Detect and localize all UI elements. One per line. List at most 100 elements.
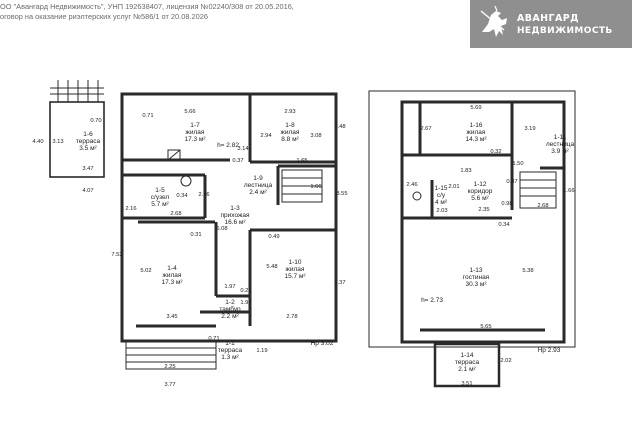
dim: 2.46 bbox=[406, 182, 417, 188]
room-1-14-area: 2.1 м² bbox=[458, 366, 476, 373]
dim: 0.87 bbox=[506, 179, 517, 185]
dim: 0.71 bbox=[208, 336, 219, 342]
dim: 0.70 bbox=[90, 118, 101, 124]
room-1-4-area: 17.3 м² bbox=[161, 279, 183, 286]
room-1-4-name: жилая bbox=[163, 272, 182, 279]
dim: 5.65 bbox=[480, 324, 491, 330]
dim: 0.29 bbox=[240, 288, 251, 294]
room-1-15-name: с/у bbox=[437, 192, 446, 199]
room-1-6-name: терраса bbox=[76, 138, 101, 145]
dim: 5.48 bbox=[266, 264, 277, 270]
stairs-1-11 bbox=[519, 171, 557, 209]
stove-symbol bbox=[167, 149, 181, 161]
dim: 1.97 bbox=[224, 284, 235, 290]
room-1-14-name: терраса bbox=[455, 359, 480, 366]
room-1-8-area: 8.8 м² bbox=[281, 136, 299, 143]
dim: 3.08 bbox=[310, 133, 321, 139]
dim: 1.66 bbox=[310, 184, 321, 190]
dim: 1.66 bbox=[563, 188, 574, 194]
room-1-1-id: 1-1 bbox=[225, 340, 235, 347]
floor-plan-drawing: 1-6 терраса 3.5 м² 1-7 жилая 17.3 м² 1-8… bbox=[32, 80, 576, 388]
room-1-15-area: 4 м² bbox=[435, 199, 448, 206]
floor2-dimensions: 5.69 2.67 3.19 0.32 1.50 1.83 0.87 1.66 … bbox=[406, 105, 574, 387]
dim: 2.94 bbox=[260, 133, 272, 139]
horseman-logo-icon bbox=[480, 5, 507, 37]
room-1-6-area: 3.5 м² bbox=[79, 145, 97, 152]
room-1-8-id: 1-8 bbox=[285, 122, 295, 129]
room-1-9-name: лестница bbox=[244, 182, 273, 189]
room-1-16-name: жилая bbox=[467, 129, 486, 136]
room-1-2-area: 2.2 м² bbox=[221, 313, 239, 320]
room-1-13-area: 30.3 м² bbox=[465, 281, 487, 288]
dim: 7.53 bbox=[111, 252, 122, 258]
room-1-3-area: 16.6 м² bbox=[224, 219, 246, 226]
room-1-3-name: прихожая bbox=[221, 212, 250, 219]
floor1-height: h= 2.82 bbox=[217, 142, 239, 149]
dim: 0.71 bbox=[142, 113, 153, 119]
header-license-text: ОО "Авангард Недвижимость", УНП 19263840… bbox=[0, 2, 470, 22]
dim: 0.34 bbox=[176, 193, 188, 199]
room-1-5-name: с/узел bbox=[151, 194, 170, 201]
dim: 2.02 bbox=[500, 358, 511, 364]
room-1-16-id: 1-16 bbox=[469, 122, 482, 129]
dim: 1.50 bbox=[512, 161, 523, 167]
dim: 5.37 bbox=[334, 280, 345, 286]
floor1-details bbox=[50, 80, 323, 370]
room-1-9-area: 2.4 м² bbox=[249, 189, 267, 196]
dim: 6.08 bbox=[216, 226, 227, 232]
room-1-6-id: 1-6 bbox=[83, 131, 93, 138]
dim: 3.45 bbox=[166, 314, 177, 320]
dim: 4.40 bbox=[32, 139, 43, 145]
floor2-outer-wall bbox=[400, 100, 566, 344]
dim: 2.67 bbox=[420, 126, 431, 132]
ladder-1-6 bbox=[50, 80, 104, 102]
floor2-walls bbox=[400, 100, 566, 344]
dim: 1.83 bbox=[460, 168, 471, 174]
logo-line-2: НЕДВИЖИМОСТЬ bbox=[517, 26, 613, 36]
floor2-room-labels: 1-16 жилая 14.3 м² 1-11 лестница 3.9 м² … bbox=[421, 122, 574, 373]
dim: 2.35 bbox=[478, 207, 489, 213]
dim: 0.34 bbox=[498, 222, 510, 228]
dim: 0.98 bbox=[501, 201, 512, 207]
dim: 2.78 bbox=[286, 314, 297, 320]
dim: 1.65 bbox=[296, 158, 307, 164]
dim: 2.68 bbox=[537, 203, 548, 209]
toilet-symbol bbox=[180, 175, 192, 187]
dim: 2.01 bbox=[448, 184, 459, 190]
dim: 2.93 bbox=[284, 109, 295, 115]
dim: 5.38 bbox=[522, 268, 533, 274]
floor2-outer-line bbox=[368, 90, 576, 348]
room-1-13-name: гостиная bbox=[463, 274, 490, 281]
floor1-bottom-height: Hр 3.02 bbox=[311, 340, 334, 347]
f2-toilet-symbol bbox=[412, 191, 422, 201]
room-1-2-name: тамбур bbox=[219, 305, 241, 313]
room-1-16-area: 14.3 м² bbox=[465, 136, 487, 143]
agency-logo: АВАНГАРД НЕДВИЖИМОСТЬ bbox=[470, 0, 632, 48]
dim: 3.47 bbox=[82, 166, 93, 172]
room-1-11-id: 1-11 bbox=[554, 134, 567, 141]
logo-line-1: АВАНГАРД bbox=[517, 13, 579, 24]
dim: 5.69 bbox=[470, 105, 481, 111]
room-1-10-area: 15.7 м² bbox=[284, 273, 306, 280]
room-1-5-id: 1-5 bbox=[155, 187, 165, 194]
room-1-11-name: лестница bbox=[546, 141, 575, 148]
floor2-height: h= 2.73 bbox=[421, 297, 443, 304]
floor2-details bbox=[368, 90, 576, 388]
dim: 2.03 bbox=[436, 208, 447, 214]
dim: 2.16 bbox=[198, 192, 209, 198]
dim: 3.77 bbox=[164, 382, 175, 388]
room-1-15-id: 1-15 bbox=[434, 185, 447, 192]
dim: 0.37 bbox=[232, 158, 243, 164]
room-1-7-area: 17.3 м² bbox=[184, 136, 206, 143]
stove-cross bbox=[167, 149, 181, 161]
room-1-8-name: жилая bbox=[281, 129, 300, 136]
dim: 3.19 bbox=[524, 126, 535, 132]
dim: 0.49 bbox=[268, 234, 279, 240]
floor1-walls bbox=[49, 92, 338, 343]
room-1-12-area: 5.6 м² bbox=[471, 195, 489, 202]
header-line-1: ОО "Авангард Недвижимость", УНП 19263840… bbox=[0, 2, 294, 11]
dim: 2.68 bbox=[170, 211, 181, 217]
dim: 0.31 bbox=[190, 232, 201, 238]
terrace-1-14-outline bbox=[433, 342, 501, 388]
room-1-13-id: 1-13 bbox=[469, 267, 482, 274]
